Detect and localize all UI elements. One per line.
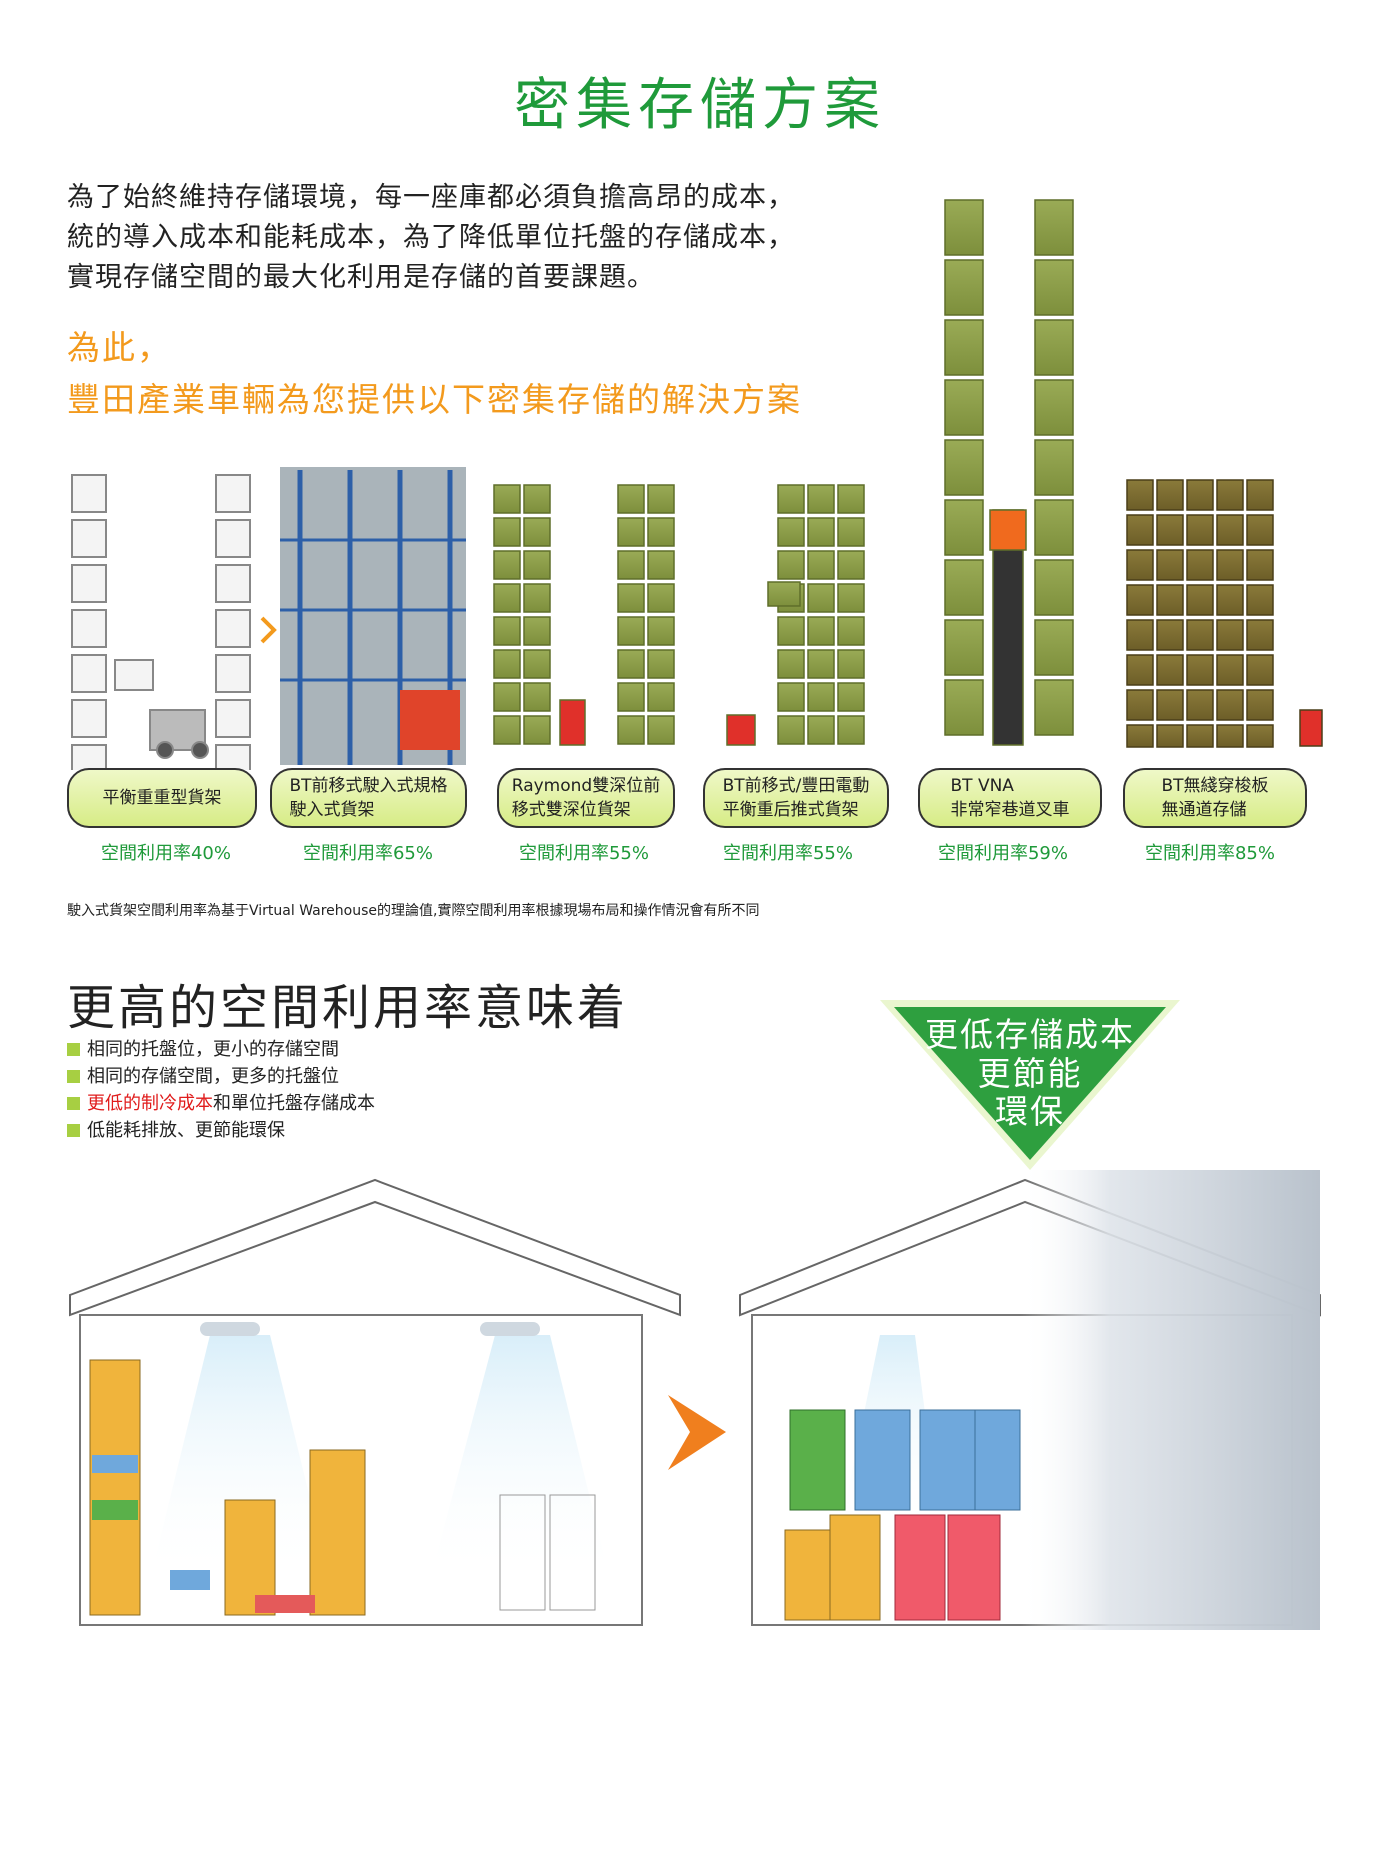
intro-paragraph: 為了始終維持存儲環境，每一座庫都必須負擔高昂的成本， 統的導入成本和能耗成本，為… bbox=[67, 178, 795, 298]
triangle-line: 更低存儲成本 bbox=[925, 1015, 1135, 1054]
warehouse-after bbox=[739, 1170, 1321, 1630]
benefit-list: 相同的托盤位，更小的存儲空間 相同的存儲空間，更多的托盤位 更低的制冷成本和單位… bbox=[67, 1036, 375, 1144]
rack-counterbalance-illustration bbox=[71, 474, 251, 770]
triangle-line: 環保 bbox=[995, 1092, 1065, 1131]
rack-label-text: 平衡重重型貨架 bbox=[102, 788, 222, 808]
rate-reach-truck: 空間利用率55% bbox=[722, 843, 853, 864]
benefit-text: 相同的托盤位，更小的存儲空間 bbox=[87, 1039, 339, 1060]
rack-label-shuttle: BT無綫穿梭板 無通道存儲 bbox=[1123, 768, 1307, 828]
rate-vna: 空間利用率59% bbox=[937, 843, 1068, 864]
rack-label-vna: BT VNA 非常窄巷道叉車 bbox=[918, 768, 1102, 828]
benefit-item: 相同的存儲空間，更多的托盤位 bbox=[67, 1063, 375, 1090]
bullet-square-icon bbox=[67, 1043, 80, 1056]
rack-label-text: BT前移式駛入式規格 駛入式貨架 bbox=[289, 776, 448, 820]
bullet-square-icon bbox=[67, 1097, 80, 1110]
warehouse-before bbox=[69, 1178, 681, 1626]
rack-label-reach-truck: BT前移式/豐田電動 平衡重后推式貨架 bbox=[703, 768, 889, 828]
benefit-item: 更低的制冷成本和單位托盤存儲成本 bbox=[67, 1090, 375, 1117]
solution-line: 豐田產業車輛為您提供以下密集存儲的解決方案 bbox=[67, 380, 802, 419]
rate-drive-in: 空間利用率65% bbox=[302, 843, 433, 864]
benefit-highlight: 更低的制冷成本 bbox=[87, 1093, 213, 1114]
warehouse-comparison-illustration bbox=[69, 1170, 1321, 1630]
benefit-item: 相同的托盤位，更小的存儲空間 bbox=[67, 1036, 375, 1063]
drive-in-rack-photo bbox=[280, 467, 466, 765]
section-heading: 更高的空間利用率意味着 bbox=[67, 980, 629, 1036]
benefit-text: 低能耗排放、更節能環保 bbox=[87, 1120, 285, 1141]
triangle-line: 更節能 bbox=[977, 1054, 1083, 1093]
rack-label-drive-in: BT前移式駛入式規格 駛入式貨架 bbox=[270, 768, 467, 828]
intro-line: 實現存儲空間的最大化利用是存儲的首要課題。 bbox=[67, 262, 655, 293]
bullet-square-icon bbox=[67, 1070, 80, 1083]
benefit-text: 相同的存儲空間，更多的托盤位 bbox=[87, 1066, 339, 1087]
intro-line: 為了始終維持存儲環境，每一座庫都必須負擔高昂的成本， bbox=[67, 182, 795, 213]
rack-label-text: Raymond雙深位前 移式雙深位貨架 bbox=[511, 776, 661, 820]
arrow-right-icon bbox=[668, 1395, 726, 1470]
solution-heading: 為此， 豐田產業車輛為您提供以下密集存儲的解決方案 bbox=[67, 322, 802, 426]
rack-shuttle-illustration bbox=[1126, 479, 1323, 748]
rate-double-deep: 空間利用率55% bbox=[518, 843, 649, 864]
rack-label-counterbalance: 平衡重重型貨架 bbox=[67, 768, 257, 828]
rack-reach-truck-illustration bbox=[726, 484, 865, 746]
bullet-square-icon bbox=[67, 1124, 80, 1137]
rate-counterbalance: 空間利用率40% bbox=[100, 843, 231, 864]
solution-line: 為此， bbox=[67, 328, 172, 367]
intro-line: 統的導入成本和能耗成本，為了降低單位托盤的存儲成本， bbox=[67, 222, 795, 253]
rack-double-deep-illustration bbox=[493, 484, 675, 746]
rack-label-text: BT VNA 非常窄巷道叉車 bbox=[950, 776, 1070, 820]
rate-shuttle: 空間利用率85% bbox=[1144, 843, 1275, 864]
arrow-right-icon bbox=[260, 616, 277, 644]
rack-vna-illustration bbox=[944, 199, 1074, 746]
benefit-item: 低能耗排放、更節能環保 bbox=[67, 1117, 375, 1144]
benefit-triangle bbox=[880, 1000, 1180, 1170]
benefit-text: 和單位托盤存儲成本 bbox=[213, 1093, 375, 1114]
rack-label-text: BT無綫穿梭板 無通道存儲 bbox=[1161, 776, 1269, 820]
rack-illustrations bbox=[71, 199, 1323, 770]
rack-label-text: BT前移式/豐田電動 平衡重后推式貨架 bbox=[722, 776, 870, 820]
page-title: 密集存儲方案 bbox=[514, 73, 886, 138]
rack-label-double-deep: Raymond雙深位前 移式雙深位貨架 bbox=[497, 768, 675, 828]
footnote: 駛入式貨架空間利用率為基于Virtual Warehouse的理論值,實際空間利… bbox=[67, 903, 760, 919]
